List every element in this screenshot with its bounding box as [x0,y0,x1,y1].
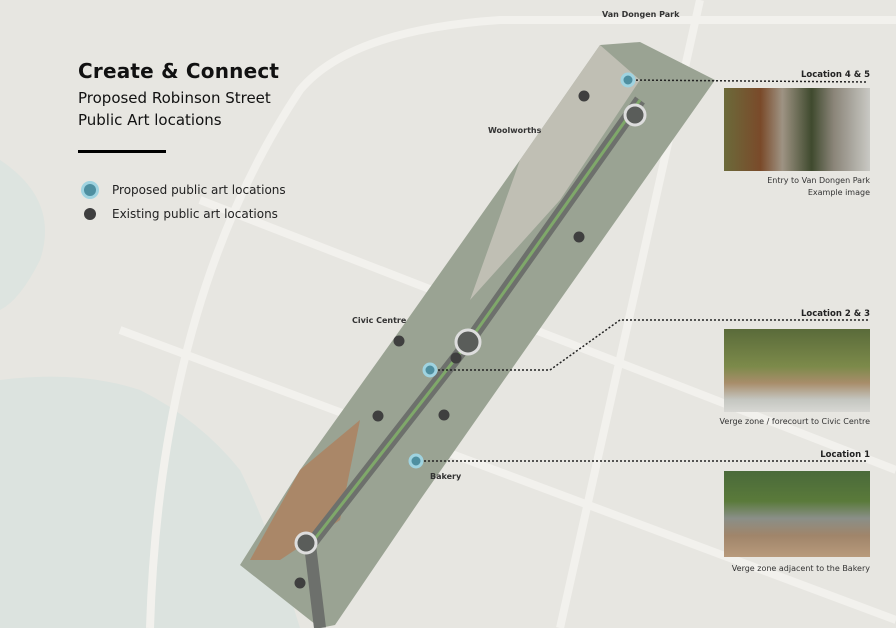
legend: Proposed public art locations Existing p… [82,178,286,226]
label-woolworths: Woolworths [488,126,542,135]
photo-bakery-verge [724,471,870,557]
water-area [0,376,300,628]
title-divider [78,150,166,153]
existing-markers [294,90,590,589]
leader-lines [416,79,869,462]
proposed-art-marker-2-3[interactable] [422,362,438,378]
existing-art-marker[interactable] [372,410,384,422]
location-4-5-caption: Entry to Van Dongen Park Example image [767,176,870,197]
location-2-3-title: Location 2 & 3 [800,309,870,319]
existing-art-marker[interactable] [294,577,306,589]
location-1-title: Location 1 [820,450,870,460]
label-civic-centre: Civic Centre [352,316,407,325]
existing-art-marker[interactable] [438,409,450,421]
existing-art-marker[interactable] [393,335,405,347]
existing-art-marker[interactable] [573,231,585,243]
existing-art-marker[interactable] [450,352,462,364]
page-title: Create & Connect [78,59,280,83]
roundabouts [294,103,647,555]
page-subtitle: Proposed Robinson Street Public Art loca… [78,89,271,129]
photo-civic-centre-forecourt [724,329,870,412]
label-bakery: Bakery [430,472,462,481]
water-area [0,160,45,310]
proposed-markers [408,72,636,469]
existing-marker-icon [84,208,96,220]
location-2-3-caption: Verge zone / forecourt to Civic Centre [719,417,870,426]
proposed-marker-icon [84,184,96,196]
photo-van-dongen-park-entry [724,88,870,171]
proposed-art-marker-1[interactable] [408,453,424,469]
existing-art-marker[interactable] [578,90,590,102]
label-van-dongen-park: Van Dongen Park [602,10,680,19]
location-4-5-title: Location 4 & 5 [800,70,870,80]
proposed-art-marker-4-5[interactable] [620,72,636,88]
location-1-caption: Verge zone adjacent to the Bakery [731,564,870,573]
project-area-buildings [470,45,640,300]
